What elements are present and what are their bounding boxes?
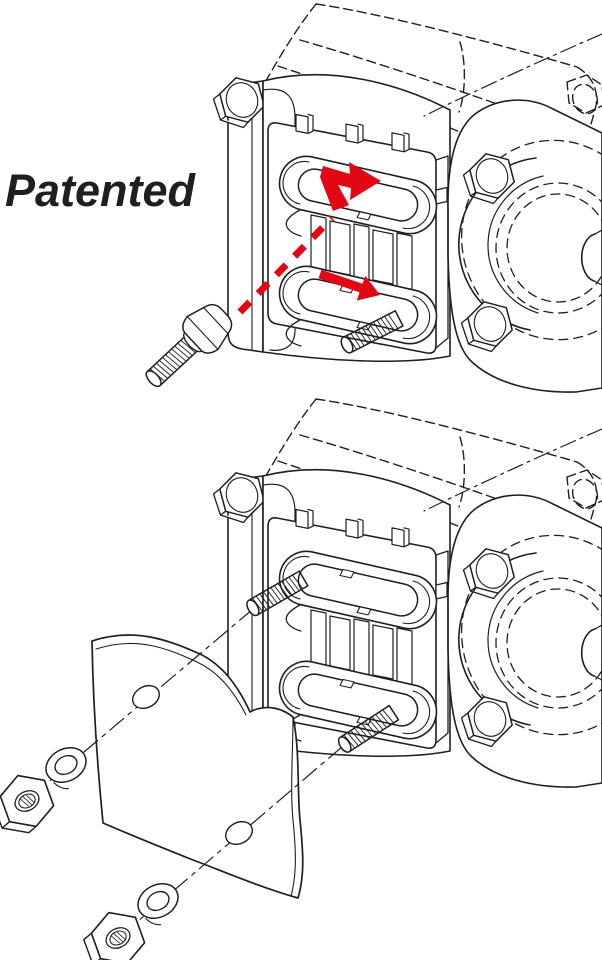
patented-label: Patented (5, 165, 197, 216)
assembly-center-lines (5, 608, 344, 958)
plate-hole-lower (224, 820, 254, 846)
red-arrows (318, 162, 381, 301)
figure-step-2 (0, 399, 602, 960)
red-insertion-path (237, 215, 335, 315)
turn-arrow-icon (320, 162, 381, 211)
slide-arrow-icon (318, 269, 380, 301)
plate-hole-upper (131, 684, 161, 710)
